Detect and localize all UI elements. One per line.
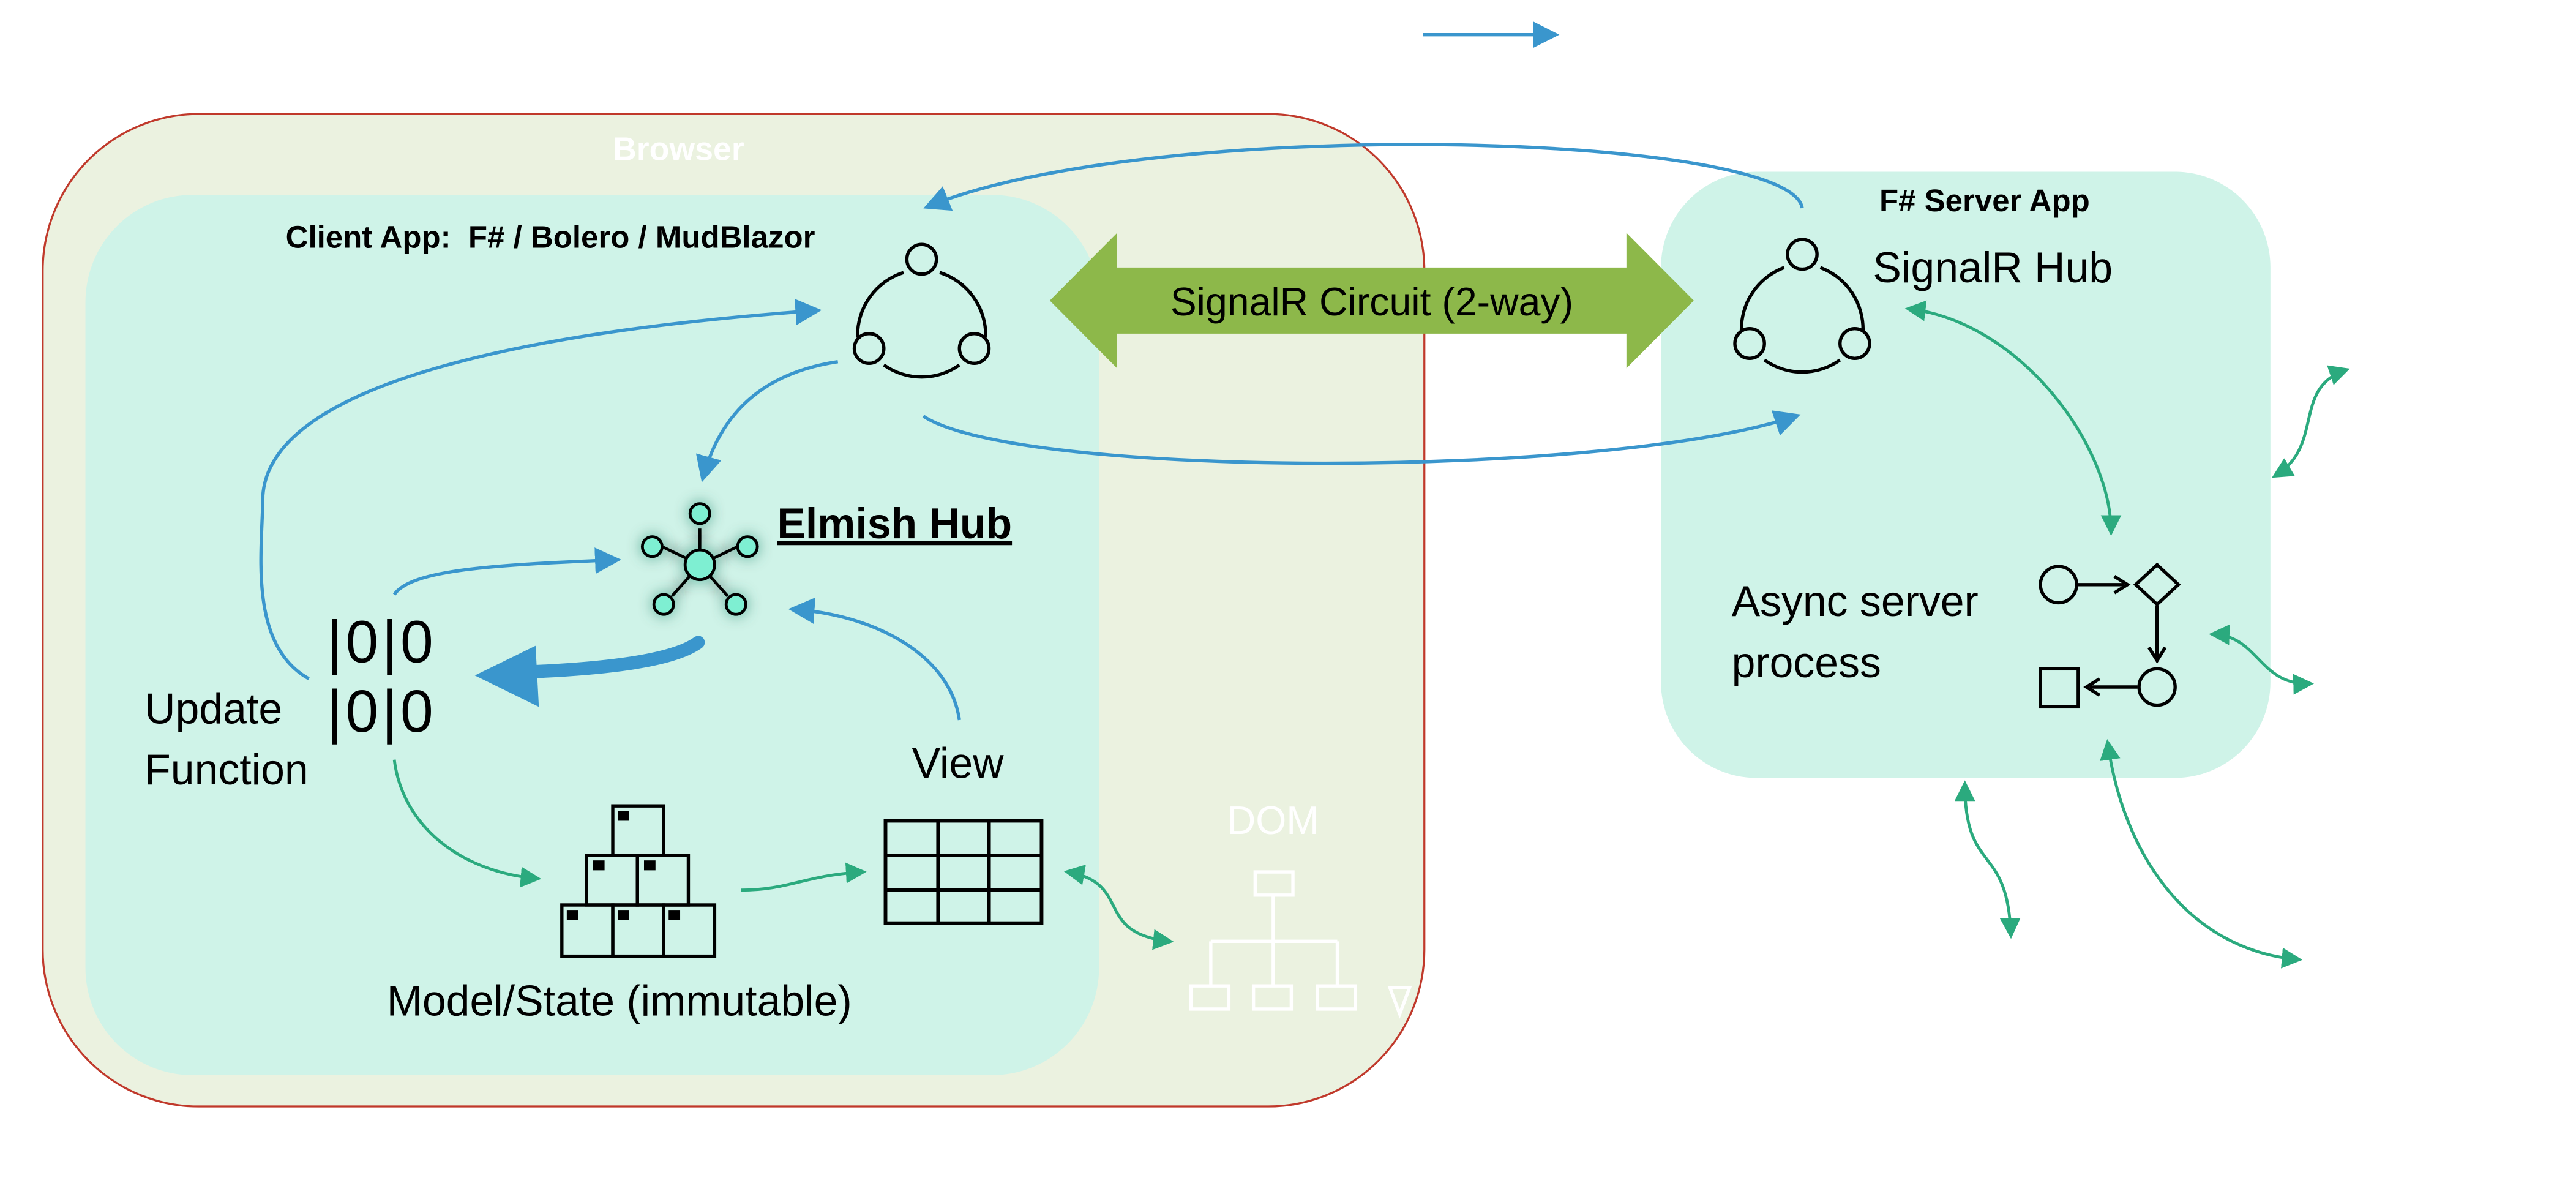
signalr-circuit-label: SignalR Circuit (2-way) [1170, 280, 1573, 324]
client-app-container [85, 195, 1099, 1075]
arrow-update-to-client-hub [259, 299, 822, 680]
arrow-elmish-to-update-thick [515, 636, 705, 679]
elmish-hub-icon [640, 502, 759, 616]
model-state-label: Model/State (immutable) [387, 977, 852, 1025]
client-signalr-hub-icon [852, 242, 991, 379]
arrow-view-to-elmish [788, 597, 961, 721]
arrow-async-external-right [2209, 624, 2315, 695]
view-label: View [912, 739, 1004, 787]
signalr-hub-label: SignalR Hub [1873, 244, 2113, 291]
dom-label: DOM [1227, 798, 1319, 843]
arrow-client-hub-to-elmish [695, 359, 839, 482]
arrow-client-hub-to-server-hub [922, 410, 1801, 465]
server-app-title: F# Server App [1879, 183, 2090, 218]
browser-title: Browser [613, 130, 744, 167]
model-stacked-boxes-icon [560, 804, 717, 958]
update-function-label-line2: Function [144, 746, 309, 794]
client-app-title: Client App: F# / Bolero / MudBlazor [286, 219, 815, 254]
async-flowchart-icon [2039, 562, 2181, 709]
green-flow-arrows [392, 300, 2350, 969]
arrow-async-external-right-upper [2272, 365, 2350, 478]
update-function-label-line1: Update [144, 685, 282, 732]
blue-flow-arrows [259, 143, 1804, 721]
update-binary-icon-line2: |0|0 [327, 678, 436, 745]
arrow-model-to-view [741, 862, 867, 892]
arrow-view-dom-bidirectional [1063, 865, 1174, 950]
elmish-hub-label: Elmish Hub [777, 500, 1012, 547]
dom-tree-icon [1189, 870, 1412, 1019]
arrow-elmish-to-update-head [474, 645, 539, 707]
update-binary-icon-line1: |0|0 [327, 608, 436, 675]
arrow-hub-async-bidirectional [1904, 300, 2122, 536]
arrow-server-external-bottom-left [1954, 780, 2021, 939]
arrow-server-hub-to-client-hub [923, 143, 1804, 211]
arrow-async-external-bottom [2100, 738, 2303, 969]
arrow-update-to-elmish [392, 547, 621, 596]
signalr-circuit-arrow [1049, 233, 1694, 369]
view-grid-icon [883, 819, 1044, 925]
arrow-update-to-model [392, 759, 542, 888]
async-process-label-line1: Async server [1732, 577, 1979, 625]
async-process-label-line2: process [1732, 639, 1881, 686]
server-signalr-hub-icon [1733, 238, 1871, 374]
